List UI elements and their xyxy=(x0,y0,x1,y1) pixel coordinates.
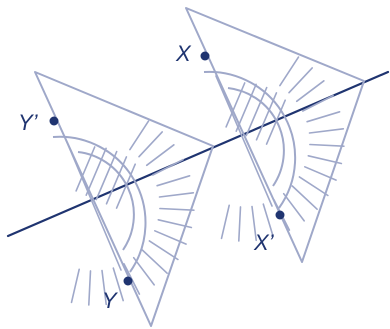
protractor-left-scale-tick xyxy=(88,270,92,306)
protractor-right-ticks xyxy=(220,56,345,242)
protractor-right-scale-tick xyxy=(295,80,325,103)
protractor-right-scale-tick xyxy=(262,203,275,238)
protractor-right-outer-arc xyxy=(203,70,297,209)
protractor-left-scale-tick xyxy=(156,175,191,187)
protractor-right-scale-tick xyxy=(303,166,337,181)
protractor-right-outline xyxy=(185,7,365,263)
protractor-left-scale-tick xyxy=(159,207,195,211)
protractor-left-scale-tick xyxy=(145,144,175,167)
protractor-right-inner-arc xyxy=(227,87,285,187)
protractor-left-scale-tick xyxy=(138,131,163,158)
protractor-left-ticks xyxy=(70,120,195,306)
protractor-left-outline xyxy=(34,71,214,327)
protractor-right-scale-tick xyxy=(279,56,300,87)
point-y xyxy=(123,276,133,286)
protractor-left-scale-tick xyxy=(70,268,80,304)
label-x-prime: X’ xyxy=(253,230,275,255)
point-y-prime xyxy=(49,116,59,126)
protractor-right-scale-tick xyxy=(291,185,318,210)
protractor-left-scale-tick xyxy=(141,249,168,275)
label-y: Y xyxy=(102,288,118,313)
protractor-right-scale-tick xyxy=(251,205,258,242)
protractor-left-scale-tick xyxy=(157,219,193,229)
protractor-left-diameter xyxy=(65,139,122,271)
protractor-left-hatch-line xyxy=(95,150,118,201)
protractor-left-hatch-line xyxy=(115,163,136,209)
protractor-left-scale-tick xyxy=(132,256,155,286)
protractor-right-scale-tick xyxy=(220,204,230,240)
protractor-right-scale-tick xyxy=(282,192,306,222)
point-x xyxy=(200,51,210,61)
protractor-right-hatch-line xyxy=(245,86,268,137)
protractor-left-hatch-line xyxy=(105,156,128,205)
protractor-left-scale-tick xyxy=(152,158,184,176)
protractor-right-hatch-line xyxy=(255,92,278,141)
protractor-right xyxy=(185,7,365,263)
protractor-left-hatch-line xyxy=(75,146,96,192)
protractor-right-hatch-line xyxy=(235,83,257,132)
protractor-left-scale-tick xyxy=(129,120,150,151)
protractor-right-scale-tick xyxy=(309,143,345,147)
protractor-right-scale-tick xyxy=(288,67,314,94)
protractor-left-inner-arc xyxy=(77,151,135,251)
protractor-right-diameter xyxy=(215,75,273,207)
protractor-right-scale-tick xyxy=(238,206,242,242)
label-x: X xyxy=(175,41,192,66)
point-x-prime xyxy=(275,210,285,220)
protractor-right-scale-tick xyxy=(307,155,343,165)
protractor-left-scale-tick xyxy=(101,269,107,306)
protractor-right-scale-tick xyxy=(306,111,341,123)
protractor-right-scale-tick xyxy=(298,176,329,197)
protractor-left-scale-tick xyxy=(112,267,124,302)
protractor-left-scale-tick xyxy=(158,192,195,198)
protractor-right-hatch-line xyxy=(225,82,246,128)
protractor-right-scale-tick xyxy=(308,128,345,134)
protractor-left-hatch-line xyxy=(85,147,107,196)
protractor-left-scale-tick xyxy=(154,230,187,245)
protractor-left-outer-arc xyxy=(52,135,147,273)
protractor-right-scale-tick xyxy=(301,94,334,112)
protractor-left xyxy=(34,71,214,327)
label-y-prime: Y’ xyxy=(18,110,39,135)
protractor-right-hatch-line xyxy=(265,99,287,145)
protractor-left-scale-tick xyxy=(148,240,179,261)
